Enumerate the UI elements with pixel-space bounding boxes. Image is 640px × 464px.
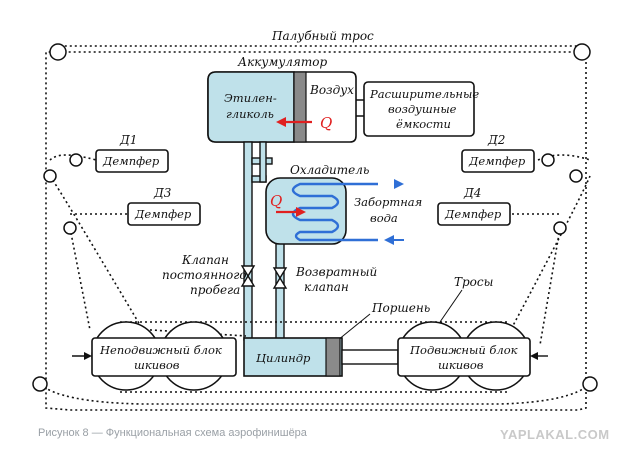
piston-label: Поршень — [371, 301, 430, 315]
cooler-coil — [291, 182, 378, 242]
air-label: Воздух — [309, 83, 354, 97]
pulley-d1-right — [69, 153, 83, 167]
pipe-accum-right — [259, 141, 267, 183]
damper-d1-box — [95, 149, 169, 173]
damper-d4-box — [437, 202, 511, 226]
moving-block-box — [397, 337, 531, 377]
valve-const-label-3: пробега — [190, 283, 240, 297]
return-valve-label-2: клапан — [304, 280, 349, 294]
damper-d3-box — [127, 202, 201, 226]
pulley-d2-left — [541, 153, 555, 167]
expansion-tanks-box — [363, 81, 475, 137]
d4-tag: Д4 — [463, 186, 481, 200]
expansion-label-3: ёмкости — [396, 117, 451, 131]
damper-d1-label: Демпфер — [102, 154, 160, 168]
fixed-block-box — [91, 337, 237, 377]
q-accum: Q — [320, 114, 332, 132]
deck-rope-bottom — [39, 383, 591, 405]
rope-d1 — [49, 154, 141, 326]
damper-d2-box — [461, 149, 535, 173]
pulley-d4 — [553, 221, 567, 235]
fixed-block-label-2: шкивов — [134, 358, 180, 372]
q-cooler: Q — [270, 192, 282, 210]
heat-arrowhead-accum — [276, 117, 286, 127]
damper-d2-label: Демпфер — [468, 154, 526, 168]
accumulator-piston — [293, 71, 307, 143]
deck-pulley-br — [582, 376, 598, 392]
d1-tag: Д1 — [119, 133, 137, 147]
ropes-leader — [439, 289, 463, 323]
valve-const-label-1: Клапан — [181, 253, 229, 267]
moving-block-label-1: Подвижный блок — [409, 343, 518, 357]
figure-caption: Рисунок 8 — Функциональная схема аэрофин… — [38, 427, 308, 439]
deck-pulley-bl — [32, 376, 48, 392]
seawater-label-2: вода — [370, 211, 398, 225]
watermark: YAPLAKAL.COM — [500, 427, 610, 442]
deck-pulley-tr — [573, 43, 591, 61]
fixed-block-label-1: Неподвижный блок — [99, 343, 222, 357]
water-in-arrow — [384, 235, 394, 245]
seawater-label-1: Забортная — [354, 195, 422, 209]
valve-const-label-2: постоянного — [162, 268, 247, 282]
water-out-arrow — [394, 179, 404, 189]
pulley-d2-right — [569, 169, 583, 183]
expansion-label-2: воздушные — [388, 102, 457, 116]
pulley-d1-left — [43, 169, 57, 183]
d2-tag: Д2 — [487, 133, 505, 147]
piston-rod — [341, 349, 399, 365]
arrow-right-head — [530, 352, 538, 360]
cooler-tank — [265, 177, 347, 245]
cooler-label: Охладитель — [290, 163, 369, 177]
arrow-left-head — [84, 352, 92, 360]
accumulator-label: Аккумулятор — [237, 55, 327, 69]
deck-rope-loop — [45, 45, 587, 411]
damper-d4-label: Демпфер — [444, 207, 502, 221]
valve-return — [272, 267, 288, 289]
valve-constant-runout — [240, 265, 256, 287]
moving-block-label-2: шкивов — [438, 358, 484, 372]
rope-d3 — [69, 213, 128, 331]
rope-d4 — [512, 213, 561, 346]
cylinder-piston — [325, 337, 341, 377]
accumulator-fluid — [207, 71, 295, 143]
pipe-left-vertical — [243, 141, 253, 341]
piston-leader — [337, 313, 371, 341]
pulley-d3 — [63, 221, 77, 235]
heat-arrowhead-cooler — [296, 207, 306, 217]
cylinder-label: Цилиндр — [256, 351, 311, 365]
glycol-label-1: Этилен- — [224, 91, 277, 105]
ropes-label: Тросы — [454, 275, 493, 289]
return-valve-label-1: Возвратный — [295, 265, 377, 279]
deck-rope-label: Палубный трос — [271, 29, 374, 43]
d3-tag: Д3 — [153, 186, 172, 200]
damper-d3-label: Демпфер — [134, 207, 192, 221]
glycol-label-2: гликоль — [226, 107, 274, 121]
deck-pulley-tl — [49, 43, 67, 61]
expansion-label-1: Расширительные — [369, 87, 479, 101]
